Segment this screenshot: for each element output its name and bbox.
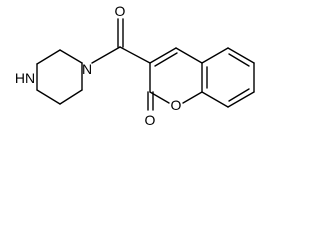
bond-amine-n-to-c-lower-left <box>36 89 61 105</box>
bond-c4a-to-c5 <box>201 47 229 64</box>
bond-c3-to-c4-double <box>154 52 178 67</box>
bond-lines <box>36 18 255 111</box>
atom-label-ring-oxygen: O <box>171 97 182 113</box>
bond-amide-n-to-carbonyl-c <box>91 46 121 64</box>
atom-label-lactone-oxygen: O <box>145 112 156 128</box>
atom-label-amine-nitrogen: HN <box>15 70 35 86</box>
bond-c5-to-c6-double <box>228 53 250 67</box>
bond-c-upper-right-to-c-upper-left <box>36 49 61 65</box>
bond-c-lower-left-to-c-lower-right <box>59 89 83 105</box>
atom-label-amide-nitrogen: N <box>82 61 92 77</box>
bond-c3-to-c4 <box>149 47 177 64</box>
bond-c5-to-c6 <box>227 47 255 64</box>
bond-c4-to-c4a <box>175 47 203 64</box>
bond-amide-n-to-c-upper-right <box>59 49 83 64</box>
bond-c7-to-c8-double <box>228 88 250 102</box>
chemical-structure-diagram: O N HN O O <box>15 3 255 128</box>
bond-c7-to-c8 <box>227 91 255 108</box>
bond-c8-to-c8a <box>201 91 229 108</box>
atom-label-carbonyl-oxygen: O <box>115 3 126 19</box>
bond-c8a-to-ring-o <box>182 91 203 104</box>
bond-carbonyl-c-to-c3 <box>119 46 151 64</box>
atom-labels: O N HN O O <box>15 3 182 128</box>
